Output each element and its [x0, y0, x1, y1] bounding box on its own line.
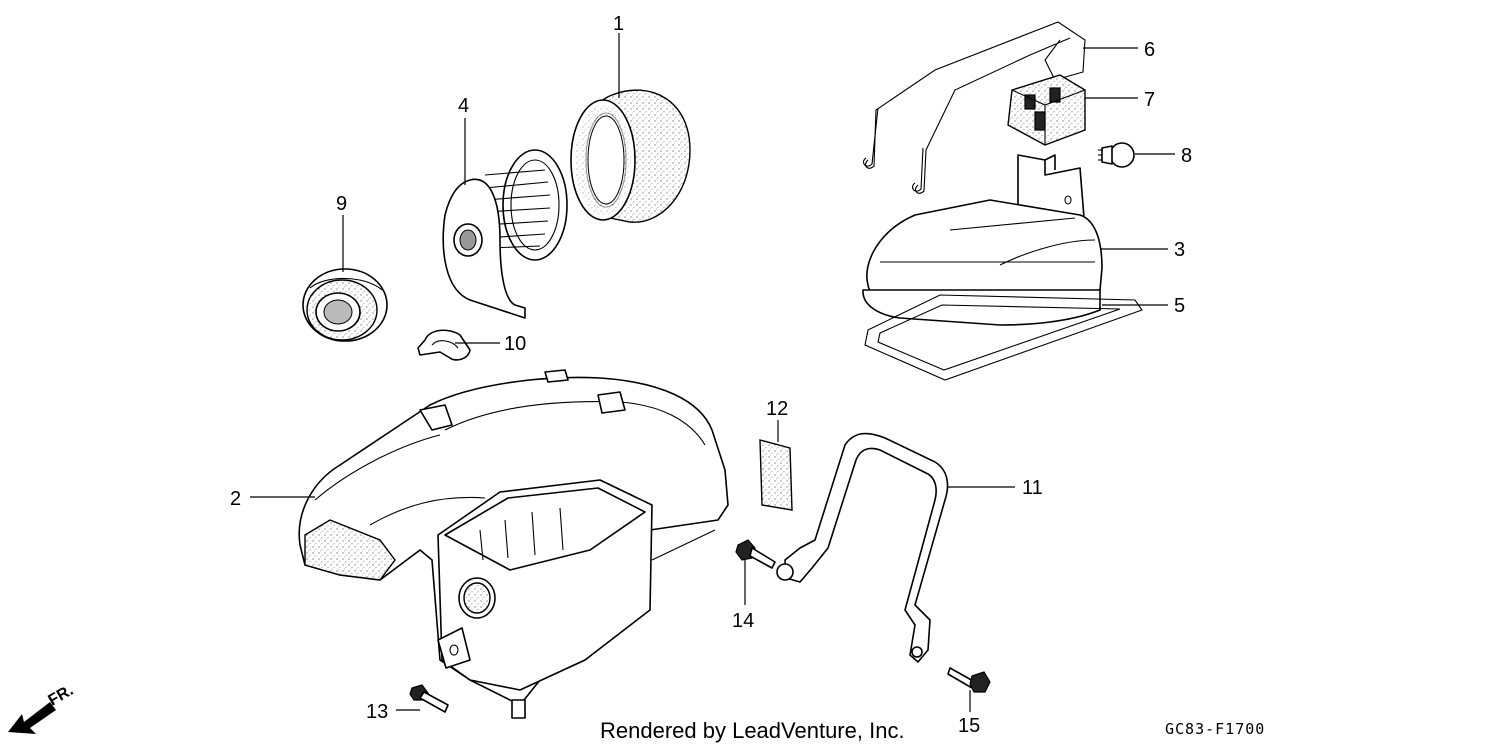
- caution-label: [759, 439, 793, 511]
- rendered-by-credit: Rendered by LeadVenture, Inc.: [600, 718, 905, 743]
- air-cleaner-case: [298, 369, 729, 719]
- callout-labels: 1 2 3 4 5 6 7 8 9 10 11 12 13 14 15: [230, 13, 1192, 737]
- callout-8: 8: [1181, 145, 1192, 167]
- callout-13: 13: [366, 701, 388, 723]
- callout-4: 4: [458, 95, 469, 117]
- callout-5: 5: [1174, 295, 1185, 317]
- clip: [417, 329, 471, 361]
- callout-6: 6: [1144, 39, 1155, 61]
- callout-10: 10: [504, 333, 526, 355]
- case-band: [776, 432, 949, 663]
- callout-1: 1: [613, 13, 624, 35]
- intake-joint-seal: [302, 268, 388, 342]
- air-cleaner-cover: [862, 154, 1103, 326]
- direction-arrow-icon: [8, 702, 56, 734]
- callout-3: 3: [1174, 239, 1185, 261]
- push-rivet: [1098, 142, 1135, 168]
- bolt-13: [409, 684, 449, 713]
- wire-clamp: [863, 21, 1086, 194]
- rubber-mount: [1007, 74, 1086, 146]
- callout-15: 15: [958, 715, 980, 737]
- callout-9: 9: [336, 193, 347, 215]
- leader-lines: [250, 33, 1175, 712]
- callout-7: 7: [1144, 89, 1155, 111]
- cover-gasket: [864, 294, 1143, 381]
- element-holder: [442, 149, 568, 319]
- callout-12: 12: [766, 398, 788, 420]
- bolt-15: [947, 667, 991, 693]
- diagram-code: GC83-F1700: [1165, 720, 1265, 738]
- callout-14: 14: [732, 610, 754, 632]
- bolt-14: [735, 539, 776, 569]
- front-direction-indicator: FR.: [8, 682, 76, 734]
- air-filter-element: [570, 89, 691, 223]
- callout-2: 2: [230, 488, 241, 510]
- callout-11: 11: [1022, 477, 1043, 499]
